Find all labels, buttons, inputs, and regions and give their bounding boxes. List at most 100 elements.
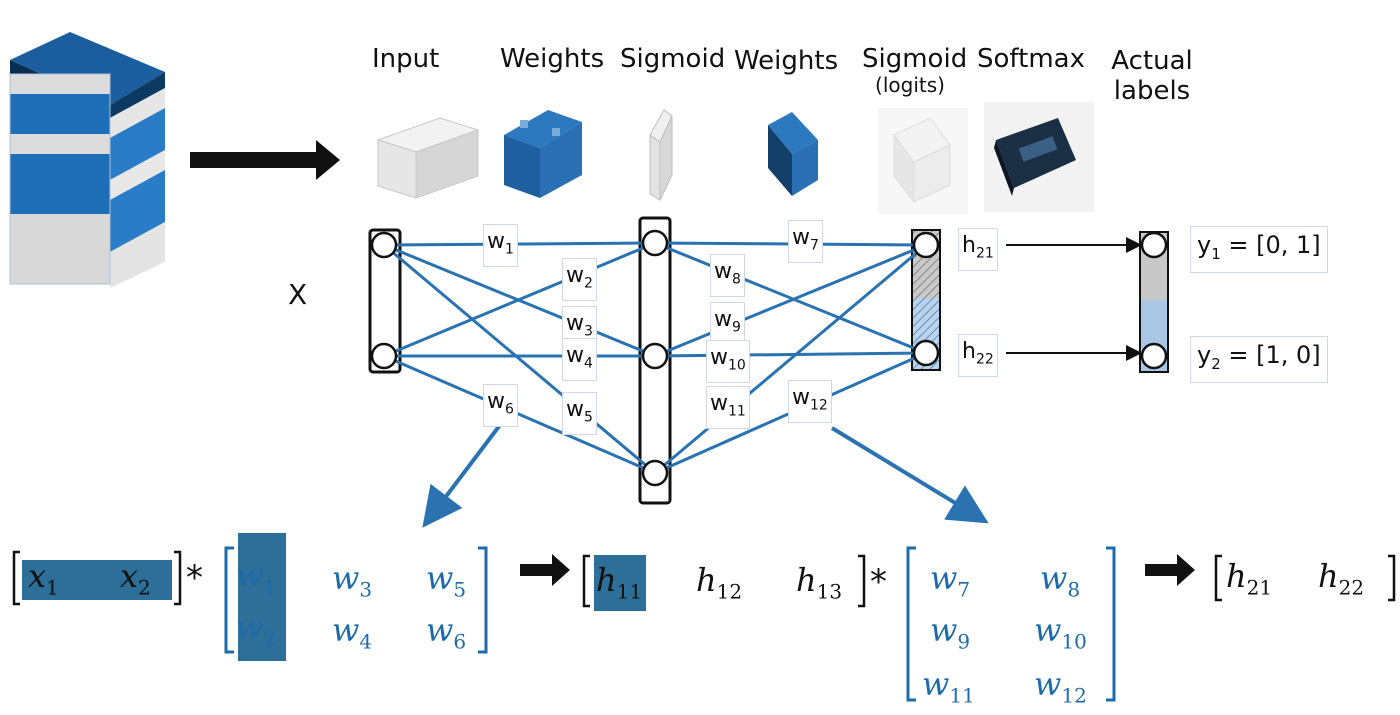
w-col-highlight: [238, 533, 286, 661]
input-node-1: [370, 231, 398, 259]
weight-label-w9-base: w: [714, 307, 732, 332]
weight-label-w5-base: w: [566, 397, 584, 422]
edge-input1-hidden1: [383, 241, 656, 247]
eq-w9: w9: [930, 611, 971, 654]
header-actual-labels-line2: labels: [1113, 76, 1191, 106]
header-softmax: Softmax: [977, 44, 1085, 74]
label-node-1: [1140, 231, 1168, 259]
eq-arrow-2: [1145, 554, 1195, 586]
weight-label-w1-subscript: 1: [505, 241, 514, 258]
eq-w2: w2: [236, 608, 277, 651]
weight-label-w7-base: w: [792, 225, 810, 250]
weight-label-w3-subscript: 3: [584, 323, 593, 340]
h21-label: h21: [958, 228, 998, 272]
edge-input2-hidden3: [383, 354, 656, 475]
eq-w7: w7: [930, 559, 971, 602]
input-node-2: [370, 342, 398, 370]
eq-multiply-1: *: [186, 558, 203, 598]
weight-label-w8-subscript: 8: [732, 271, 741, 288]
eq-w10: w10: [1034, 611, 1087, 654]
header-sigmoid-logits-main: Sigmoid: [862, 44, 968, 74]
weight-label-w10-subscript: 10: [728, 357, 746, 374]
w1-matrix-brackets: [224, 546, 488, 654]
w2-matrix-brackets: [906, 546, 1116, 702]
edge-input2-hidden1: [383, 241, 656, 358]
h11-highlight: [594, 555, 646, 611]
eq-x1: x1: [28, 557, 59, 600]
eq-w8: w8: [1040, 559, 1081, 602]
edge-hidden3-output1: [654, 243, 927, 475]
hidden-node-1: [641, 229, 669, 257]
weight-label-w9: w9: [710, 302, 745, 346]
eq-h12: h12: [696, 561, 743, 604]
weight-label-w2-subscript: 2: [584, 275, 593, 292]
header-actual-labels-line1: Actual: [1111, 46, 1193, 76]
output-node-1: [912, 231, 940, 259]
header-sigmoid-logits: Sigmoid (logits): [862, 44, 967, 97]
edge-hidden2-output1: [654, 243, 927, 358]
weight-label-w4-base: w: [566, 343, 584, 368]
eq-w3: w3: [332, 559, 373, 602]
weight-label-w10-base: w: [710, 345, 728, 370]
y1-label: y1 = [0, 1]: [1190, 226, 1328, 273]
eq-x2: x2: [120, 557, 151, 600]
weight-label-w1: w1: [483, 224, 518, 268]
weight-label-w6: w6: [483, 384, 518, 428]
output-node-2: [912, 339, 940, 367]
callout-arrow-right: [830, 426, 989, 524]
h2-brackets: [1214, 554, 1396, 602]
server-stack-icon: [9, 32, 165, 288]
weight-label-w5-subscript: 5: [584, 409, 593, 426]
input-layer-container: [368, 228, 402, 374]
eq-w12: w12: [1034, 665, 1087, 708]
weights1-block-icon: [504, 110, 582, 198]
header-input: Input: [372, 44, 440, 74]
weight-label-w9-subscript: 9: [732, 319, 741, 336]
h1-brackets: [582, 554, 866, 608]
weight-label-w2: w2: [562, 258, 597, 302]
eq-w11: w11: [922, 665, 975, 708]
softmax-block-icon: [984, 102, 1094, 212]
eq-w6: w6: [426, 611, 467, 654]
eq-w5: w5: [426, 559, 467, 602]
weights2-block-icon: [768, 112, 818, 196]
x-row-highlight: [22, 560, 172, 600]
weight-label-w6-base: w: [487, 389, 505, 414]
eq-multiply-2: *: [870, 562, 887, 602]
logits-block-icon: [878, 108, 968, 214]
weight-label-w4-subscript: 4: [584, 355, 593, 372]
eq-arrow-1: [520, 554, 570, 586]
eq-w4: w4: [332, 611, 373, 654]
network-nodes: [370, 229, 1168, 487]
weight-label-w12-subscript: 12: [810, 397, 828, 414]
weight-label-w6-subscript: 6: [505, 401, 514, 418]
edge-input1-hidden3: [383, 243, 656, 475]
weight-label-w12-base: w: [792, 385, 810, 410]
eq-h11: h11: [596, 561, 643, 604]
weight-label-w1-base: w: [487, 229, 505, 254]
y2-label: y2 = [1, 0]: [1190, 336, 1328, 383]
h22-label: h22: [958, 334, 998, 378]
weight-label-w12: w12: [788, 380, 832, 424]
weight-label-w5: w5: [562, 392, 597, 436]
weight-label-w8-base: w: [714, 259, 732, 284]
sigmoid-slab-icon: [649, 109, 673, 201]
hidden-node-2: [641, 342, 669, 370]
weight-label-w7: w7: [788, 220, 823, 264]
weight-label-w11: w11: [706, 386, 750, 430]
header-sigmoid-logits-sub: (logits): [875, 73, 945, 97]
weight-label-w11-subscript: 11: [728, 403, 746, 420]
weight-label-w2-base: w: [566, 263, 584, 288]
hidden-node-3: [641, 459, 669, 487]
label-node-2: [1140, 342, 1168, 370]
header-sigmoid: Sigmoid: [620, 44, 726, 74]
weight-label-w4: w4: [562, 338, 597, 382]
weight-label-w8: w8: [710, 254, 745, 298]
header-weights-2: Weights: [734, 46, 839, 76]
weight-label-w10: w10: [706, 340, 750, 384]
eq-h22: h22: [1318, 557, 1365, 600]
header-actual-labels: Actual labels: [1104, 46, 1200, 106]
weight-label-w11-base: w: [710, 391, 728, 416]
eq-w1: w1: [236, 556, 277, 599]
